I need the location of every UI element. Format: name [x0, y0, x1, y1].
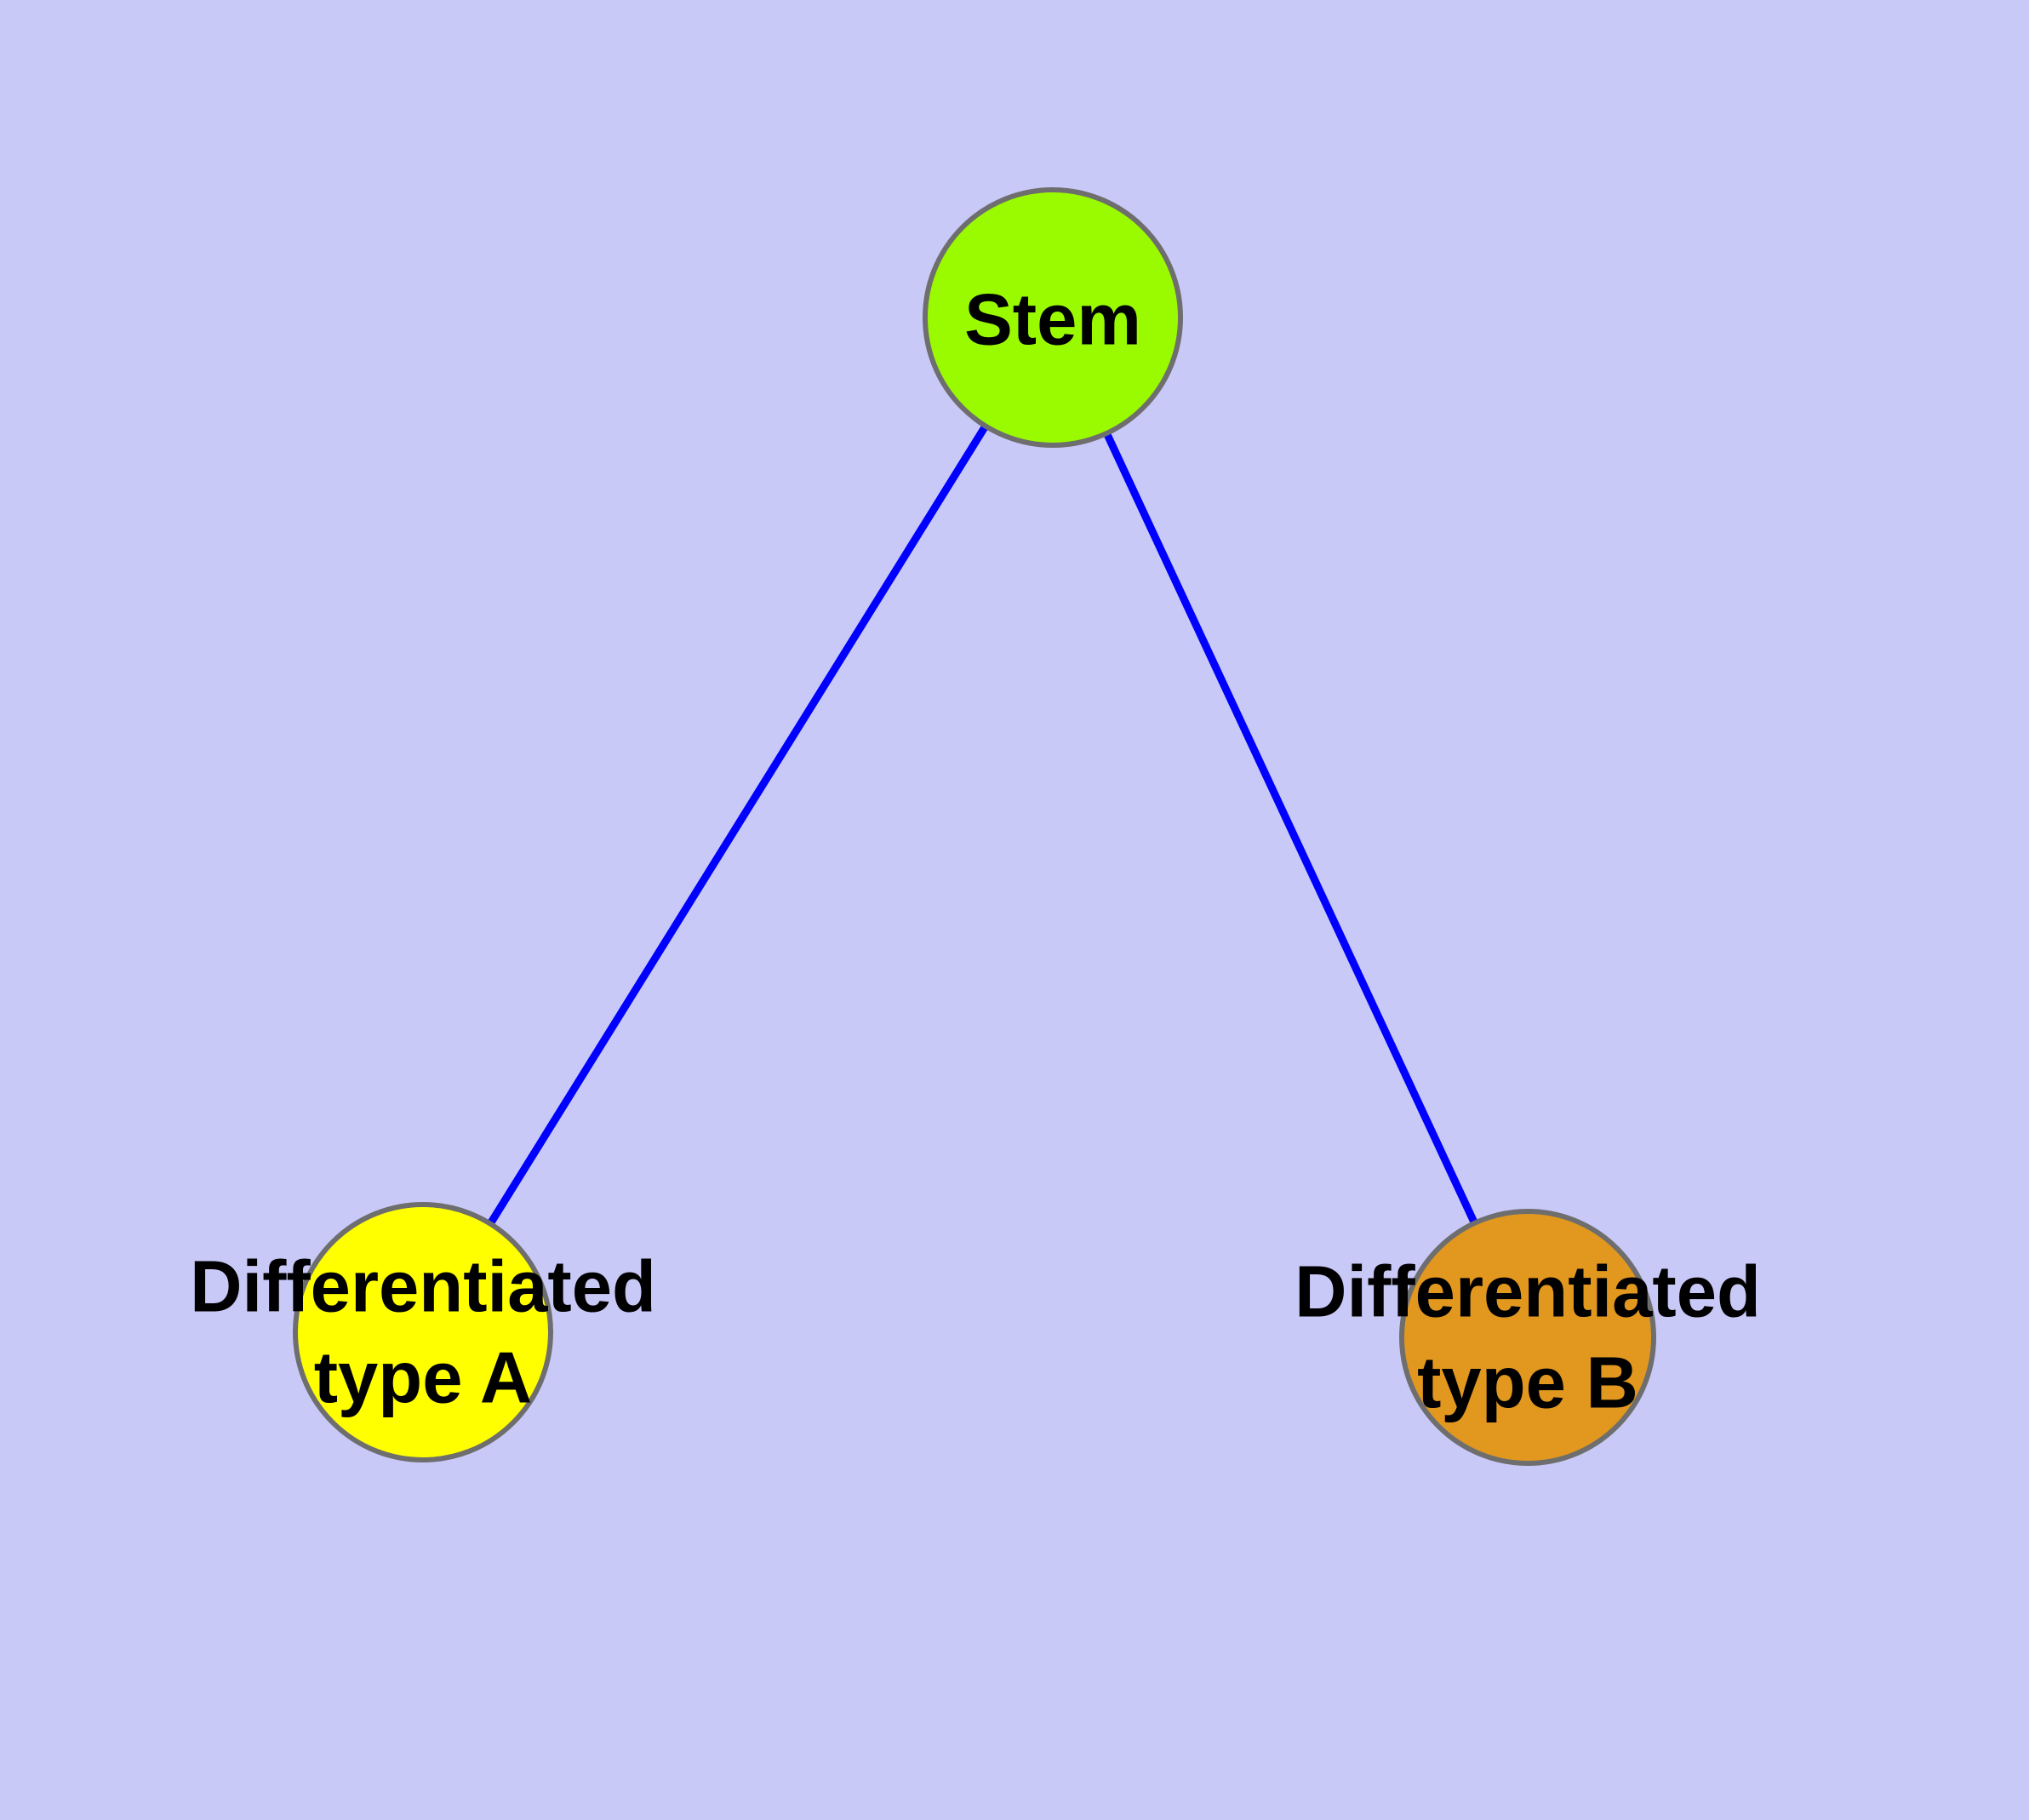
- type-b-node-label-line1: Differentiated: [1295, 1252, 1761, 1333]
- stem-node-label: Stem: [964, 280, 1141, 361]
- stem-node-circle: [923, 187, 1183, 448]
- node-differentiated-type-a: Differentiated type A: [190, 1202, 656, 1462]
- edge-stem-to-type-b: [1049, 316, 1532, 1339]
- node-differentiated-type-b: Differentiated type B: [1295, 1209, 1761, 1466]
- type-a-node-circle: [293, 1202, 553, 1462]
- type-b-node-circle: [1399, 1209, 1656, 1466]
- node-stem: Stem: [923, 187, 1183, 448]
- type-a-node-label-line1: Differentiated: [190, 1247, 656, 1328]
- type-a-node-label-line2: type A: [314, 1338, 533, 1419]
- type-b-node-label-line2: type B: [1417, 1343, 1638, 1424]
- edge-stem-to-type-a: [420, 315, 1056, 1335]
